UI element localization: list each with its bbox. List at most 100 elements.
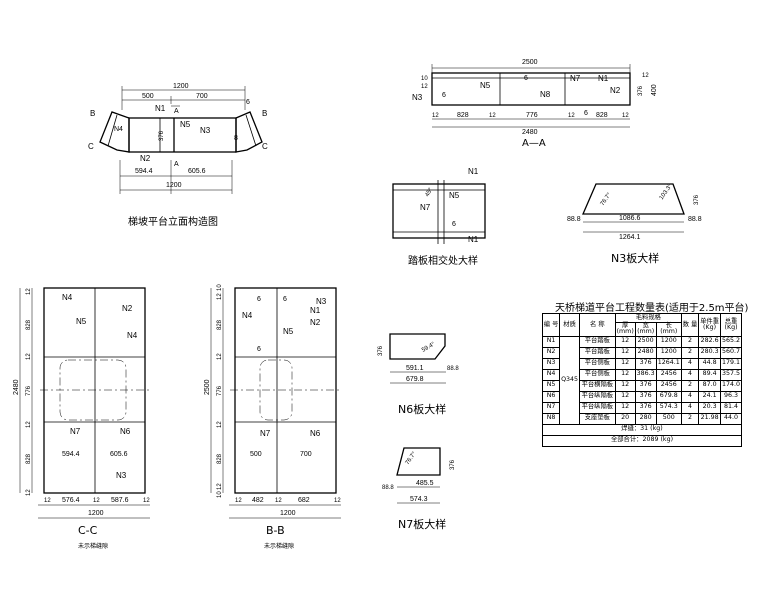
cc-label-n5: N5 [76, 317, 87, 326]
label-n2: N2 [140, 154, 151, 163]
section-b-right: B [262, 109, 267, 118]
cc-dim-v2480: 2480 [13, 379, 20, 395]
cell-name: 平台踏板 [578, 346, 616, 359]
th-name: 名 称 [578, 313, 616, 337]
bb-weld-6c: 6 [257, 346, 261, 353]
dim-h376: 376 [159, 130, 165, 141]
cell-no: N2 [541, 346, 561, 359]
n6-dim-h: 376 [378, 345, 384, 356]
section-b-left: B [90, 109, 95, 118]
bb-dim-v776: 776 [217, 385, 223, 396]
label-n5: N5 [180, 120, 191, 129]
n7-dim-total: 574.3 [410, 496, 428, 503]
cell-unit-weight: 282.6 [698, 335, 722, 348]
section-bb-drawing: 6 6 N3 N1 N4 N2 N5 6 N7 N6 2500 10 12 82… [204, 284, 341, 550]
cell-name: 平台踏板 [578, 335, 616, 348]
aa-dim-2480: 2480 [522, 129, 538, 136]
cell-material: Q345 [559, 335, 580, 425]
table-title: 天桥梯道平台工程数量表(适用于2.5m平台) [555, 303, 749, 314]
label-n4: N4 [114, 126, 123, 133]
cc-note: 未示梯缝隙 [78, 542, 108, 550]
section-cc-drawing: N4 N2 N5 N4 N7 N6 N3 2480 12 828 12 776 … [13, 287, 150, 550]
cell-length: 1200 [655, 335, 682, 348]
cell-width: 280 [634, 412, 657, 425]
cell-unit-weight: 280.3 [698, 346, 722, 359]
aa-dim-12d: 12 [622, 113, 629, 119]
n6-dim-b: 88.8 [447, 366, 459, 372]
bb-dim-v10b: 10 [217, 491, 223, 498]
cell-name: 平台纵隔板 [578, 390, 616, 403]
cc-dim-v12a: 12 [26, 288, 32, 295]
bb-dim-h682: 682 [298, 497, 310, 504]
bb-weld-6a: 6 [257, 296, 261, 303]
cell-total-weight: 174.0 [720, 379, 742, 392]
n7-angle: 76.7° [405, 451, 418, 466]
dim-total-top: 1200 [173, 83, 189, 90]
cc-dim-v828b: 828 [26, 453, 32, 464]
cell-no: N6 [541, 390, 561, 403]
th-count: 数 量 [680, 313, 700, 337]
aa-dim-12r: 12 [642, 73, 649, 79]
aa-caption: A—A [522, 138, 546, 149]
n3-dim-c: 88.8 [688, 216, 702, 223]
cell-thick: 12 [614, 379, 636, 392]
cell-name: 平台侧板 [578, 368, 616, 381]
n3-dim-b: 1086.6 [619, 215, 641, 222]
cc-dim-h12c: 12 [143, 498, 150, 504]
bb-dim-v10: 10 [217, 284, 223, 291]
cell-total-weight: 44.0 [720, 412, 742, 425]
cell-count: 4 [680, 401, 700, 414]
cc-dim-v12b: 12 [26, 353, 32, 360]
cell-name: 支座垫板 [578, 412, 616, 425]
cell-width: 2480 [634, 346, 657, 359]
cc-dim-v828a: 828 [26, 319, 32, 330]
cc-dim-v12d: 12 [26, 489, 32, 496]
joint-label-n1b: N1 [468, 235, 479, 244]
bb-label-n6: N6 [310, 429, 321, 438]
aa-dim-400: 400 [651, 84, 658, 96]
aa-dim-12b: 12 [489, 113, 496, 119]
section-aa-drawing: 2500 10 12 N3 6 N5 6 N8 N7 N1 N2 6 12 37… [412, 59, 658, 149]
cell-no: N3 [541, 357, 561, 370]
cc-dim-h605: 605.6 [110, 451, 128, 458]
cell-width: 2500 [634, 335, 657, 348]
bb-label-n7: N7 [260, 429, 271, 438]
bb-dim-v12b: 12 [217, 353, 223, 360]
cell-length: 2456 [655, 379, 682, 392]
cell-unit-weight: 24.1 [698, 390, 722, 403]
cell-length: 1200 [655, 346, 682, 359]
bb-dim-v828a: 828 [217, 319, 223, 330]
bb-dim-v2500: 2500 [204, 379, 211, 395]
cell-thick: 12 [614, 390, 636, 403]
aa-dim-total: 2500 [522, 59, 538, 66]
cell-length: 679.8 [655, 390, 682, 403]
cc-label-n4b: N4 [127, 331, 138, 340]
section-a-top: A [174, 108, 179, 115]
aa-label-n5: N5 [480, 81, 491, 90]
cc-dim-h12a: 12 [44, 498, 51, 504]
cell-name: 平台横隔板 [578, 379, 616, 392]
cell-width: 376 [634, 357, 657, 370]
aa-dim-12c: 12 [568, 113, 575, 119]
cc-label-n6: N6 [120, 427, 131, 436]
n3-detail-drawing: 76.7° 103.3° 376 88.8 1086.6 88.8 1264.1… [567, 183, 702, 265]
cc-caption: C-C [78, 524, 98, 537]
cell-no: N4 [541, 368, 561, 381]
label-n1: N1 [155, 104, 166, 113]
label-n3: N3 [200, 126, 211, 135]
aa-weld-6b: 6 [524, 75, 528, 82]
aa-dim-12a: 12 [432, 113, 439, 119]
cell-unit-weight: 20.3 [698, 401, 722, 414]
th-total-wt: 总重(Kg) [720, 313, 742, 337]
cell-width: 376 [634, 390, 657, 403]
table-weld-row: 焊缝：31 (kg) [542, 423, 742, 436]
n6-caption: N6板大样 [398, 402, 446, 416]
aa-label-n3: N3 [412, 93, 423, 102]
cc-dim-v776: 776 [26, 385, 32, 396]
joint-angle: 45° [425, 187, 435, 198]
cell-width: 376 [634, 401, 657, 414]
mark-6: 6 [246, 99, 250, 106]
cell-unit-weight: 89.4 [698, 368, 722, 381]
